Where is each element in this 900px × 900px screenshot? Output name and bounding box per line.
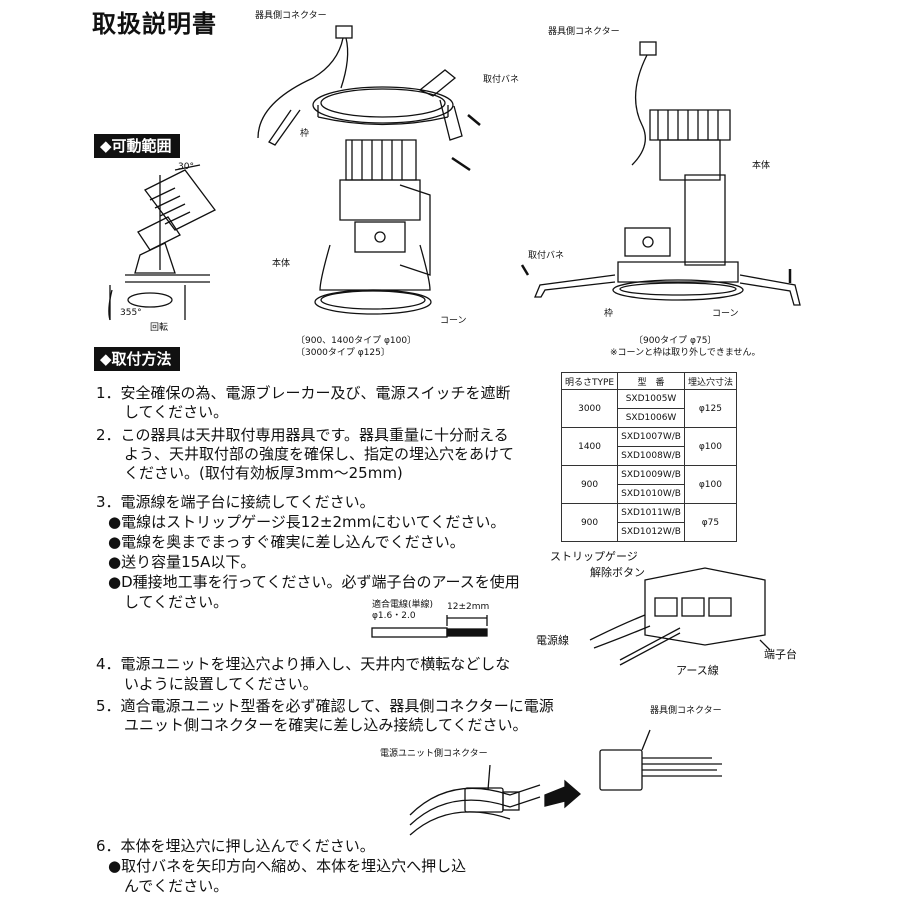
step-3-bullet-2: ●電線を奥までまっすぐ確実に差し込んでください。: [108, 533, 465, 551]
table-cell-model: SXD1010W/B: [617, 484, 685, 504]
right-cone-label: コーン: [712, 309, 739, 319]
table-header-model: 型 番: [617, 372, 685, 390]
section-install-header: ◆取付方法: [94, 347, 180, 371]
wire-diameter-label: φ1.6・2.0: [372, 611, 416, 621]
rotate-label: 回転: [150, 323, 169, 333]
range-figure: [108, 164, 216, 321]
strip-length-label: 12±2mm: [447, 602, 490, 612]
left-cone-label: コーン: [440, 316, 467, 326]
section-range-header: ◆可動範囲: [94, 134, 180, 158]
table-cell-type: 1400: [560, 427, 619, 466]
right-caption-1: 〔900タイプ φ75〕: [634, 336, 717, 346]
table-cell-hole: φ75: [683, 503, 737, 542]
step-3-bullet-4-cont: してください。: [124, 593, 229, 611]
table-cell-model: SXD1006W: [617, 408, 685, 428]
table-cell-hole: φ100: [683, 465, 737, 504]
step-6-line-1: 6．本体を埋込穴に押し込んでください。: [96, 837, 375, 855]
release-button-label: 解除ボタン: [590, 566, 645, 579]
step-5-line-2: ユニット側コネクターを確実に差し込み接続してください。: [124, 716, 528, 734]
step-6-bullet-1: ●取付バネを矢印方向へ縮め、本体を埋込穴へ押し込: [108, 857, 467, 875]
ground-wire-label: アース線: [676, 664, 719, 677]
right-connector-label: 器具側コネクター: [548, 27, 620, 37]
terminal-block-label: 端子台: [764, 648, 797, 661]
step-3-bullet-1: ●電線はストリップゲージ長12±2mmにむいてください。: [108, 513, 506, 531]
step-2-line-2: よう、天井取付部の強度を確保し、指定の埋込穴をあけて: [124, 445, 515, 463]
wire-strip-figure: [371, 615, 488, 638]
connector-figure: [409, 729, 722, 836]
table-header-type: 明るさTYPE: [560, 372, 619, 390]
table-row: 900 SXD1009W/B φ100: [560, 465, 737, 504]
step-3-line-1: 3．電源線を端子台に接続してください。: [96, 493, 375, 511]
table-row: 900 SXD1011W/B φ75: [560, 503, 737, 542]
left-fixture-figure: [257, 25, 481, 315]
right-fixture-figure: [520, 41, 801, 306]
power-wire-label: 電源線: [536, 634, 569, 647]
step-4-line-1: 4．電源ユニットを埋込穴より挿入し、天井内で横転などしな: [96, 655, 511, 673]
left-connector-label: 器具側コネクター: [255, 11, 327, 21]
left-caption-1: 〔900、1400タイプ φ100〕: [296, 336, 417, 346]
wire-size-label: 適合電線(単線): [372, 600, 434, 610]
table-cell-model: SXD1011W/B: [617, 503, 685, 523]
spec-table: 明るさTYPE 型 番 埋込穴寸法 3000 SXD1005W φ125 SXD…: [560, 372, 737, 542]
step-2-line-1: 2．この器具は天井取付専用器具です。器具重量に十分耐える: [96, 426, 509, 444]
table-cell-hole: φ125: [683, 389, 737, 428]
table-row: SXD1012W/B: [562, 522, 737, 542]
table-cell-type: 900: [560, 465, 619, 504]
step-4-line-2: いように設置してください。: [124, 675, 318, 693]
unit-connector-label: 電源ユニット側コネクター: [380, 749, 488, 759]
table-cell-model: SXD1007W/B: [617, 427, 685, 447]
table-cell-model: SXD1012W/B: [617, 522, 685, 542]
left-caption-2: 〔3000タイプ φ125〕: [296, 348, 390, 358]
step-6-bullet-1-cont: んでください。: [124, 877, 229, 895]
step-5-line-1: 5．適合電源ユニット型番を必ず確認して、器具側コネクターに電源: [96, 697, 554, 715]
rotation-angle-label: 355°: [120, 308, 142, 318]
table-row: 3000 SXD1005W φ125: [560, 389, 737, 428]
table-row: 1400 SXD1007W/B φ100: [560, 427, 737, 466]
fixture-connector-label: 器具側コネクター: [650, 706, 722, 716]
table-cell-model: SXD1009W/B: [617, 465, 685, 485]
step-1-line-1: 1．安全確保の為、電源ブレーカー及び、電源スイッチを遮断: [96, 384, 511, 402]
page-title: 取扱説明書: [92, 10, 217, 38]
table-cell-model: SXD1005W: [617, 389, 685, 409]
table-cell-type: 900: [560, 503, 619, 542]
left-frame-label: 枠: [300, 129, 310, 139]
table-cell-model: SXD1008W/B: [617, 446, 685, 466]
left-spring-label: 取付バネ: [483, 75, 520, 85]
step-3-bullet-3: ●送り容量15A以下。: [108, 553, 256, 571]
step-3-bullet-4: ●D種接地工事を行ってください。必ず端子台のアースを使用: [108, 573, 520, 591]
right-caption-2: ※コーンと枠は取り外しできません。: [610, 348, 761, 358]
table-cell-hole: φ100: [683, 427, 737, 466]
step-2-line-3: ください。(取付有効板厚3mm～25mm): [124, 464, 403, 482]
strip-gauge-label: ストリップゲージ: [550, 550, 638, 563]
right-frame-label: 枠: [604, 309, 614, 319]
terminal-block-figure: [589, 567, 771, 666]
left-body-label: 本体: [272, 259, 291, 269]
right-spring-label: 取付バネ: [528, 251, 565, 261]
right-body-label: 本体: [752, 161, 771, 171]
tilt-angle-label: 30°: [178, 162, 194, 172]
table-cell-type: 3000: [560, 389, 619, 428]
step-1-line-2: してください。: [124, 403, 229, 421]
table-header-hole: 埋込穴寸法: [683, 372, 737, 390]
